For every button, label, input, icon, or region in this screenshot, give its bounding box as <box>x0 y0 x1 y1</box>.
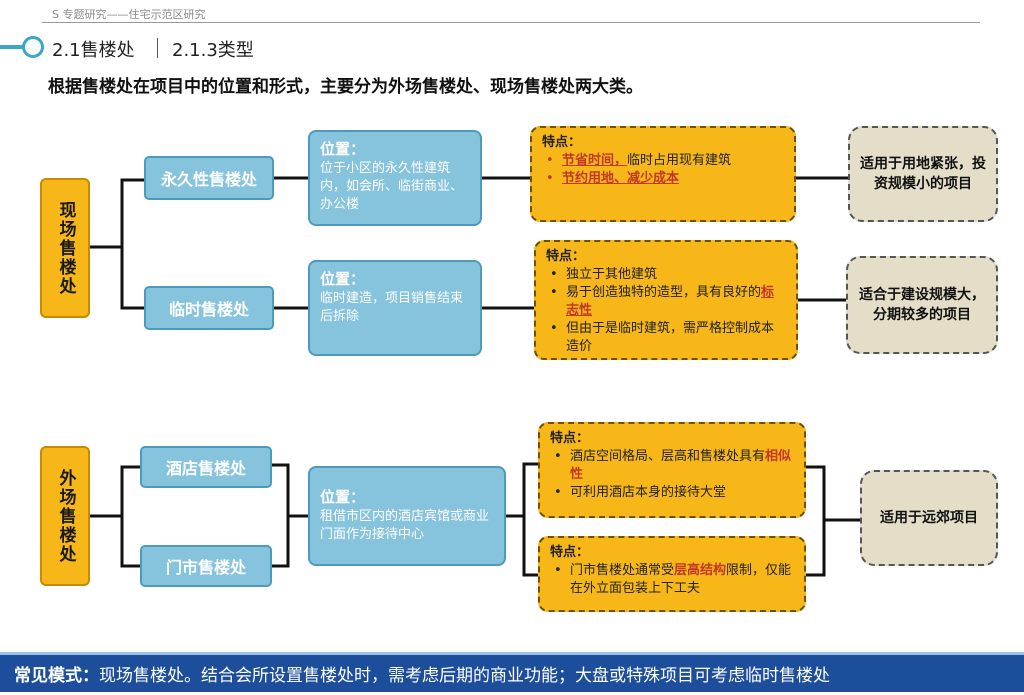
suitable-text: 适合于建设规模大，分期较多的项目 <box>859 287 985 323</box>
feature-item: 节省时间，临时占用现有建筑 <box>546 152 784 170</box>
footer-text: 现场售楼处。结合会所设置售楼处时，需考虑后期的商业功能；大盘或特殊项目可考虑临时… <box>99 666 830 686</box>
title-separator <box>157 38 158 58</box>
suitable-text: 适用于用地紧张，投资规模小的项目 <box>860 156 986 192</box>
header-divider <box>42 22 980 23</box>
type-storefront-label: 门市售楼处 <box>165 558 246 577</box>
position-title: 位置： <box>320 488 366 506</box>
category-offsite-label: 外场售楼处 <box>55 468 76 564</box>
suitable-permanent: 适用于用地紧张，投资规模小的项目 <box>848 126 998 222</box>
header-accent-bar <box>0 45 24 49</box>
features-hotel: 特点： 酒店空间格局、层高和售楼处具有相似性 可利用酒店本身的接待大堂 <box>538 422 806 518</box>
feature-item: 可利用酒店本身的接待大堂 <box>554 484 794 502</box>
position-text: 位于小区的永久性建筑内，如会所、临街商业、办公楼 <box>320 161 464 212</box>
features-title: 特点： <box>546 249 586 264</box>
footer-label: 常见模式： <box>14 666 99 686</box>
feature-item: 但由于是临时建筑，需严格控制成本造价 <box>550 320 786 356</box>
position-title: 位置： <box>320 140 366 158</box>
footer-banner: 常见模式： 现场售楼处。结合会所设置售楼处时，需考虑后期的商业功能；大盘或特殊项… <box>0 652 1024 692</box>
position-text: 租借市区内的酒店宾馆或商业门面作为接待中心 <box>320 509 490 542</box>
feature-item: 易于创造独特的造型，具有良好的标志性 <box>550 284 786 320</box>
type-storefront: 门市售楼处 <box>140 545 272 587</box>
suitable-offsite: 适用于远郊项目 <box>860 470 998 566</box>
position-offsite: 位置： 租借市区内的酒店宾馆或商业门面作为接待中心 <box>308 466 506 566</box>
type-permanent: 永久性售楼处 <box>144 156 274 200</box>
section-title: 2.1售楼处 <box>52 40 135 61</box>
feature-item: 独立于其他建筑 <box>550 266 786 284</box>
features-storefront: 特点： 门市售楼处通常受层高结构限制，仅能在外立面包装上下工夫 <box>538 536 806 612</box>
position-permanent: 位置： 位于小区的永久性建筑内，如会所、临街商业、办公楼 <box>308 130 482 226</box>
type-permanent-label: 永久性售楼处 <box>160 170 257 189</box>
type-temporary: 临时售楼处 <box>144 286 274 330</box>
feature-item: 节约用地、减少成本 <box>546 170 784 188</box>
features-title: 特点： <box>550 545 590 560</box>
feature-item: 酒店空间格局、层高和售楼处具有相似性 <box>554 448 794 484</box>
suitable-temporary: 适合于建设规模大，分期较多的项目 <box>846 256 998 354</box>
feature-item: 门市售楼处通常受层高结构限制，仅能在外立面包装上下工夫 <box>554 562 794 598</box>
features-title: 特点： <box>550 431 590 446</box>
breadcrumb: S 专题研究——住宅示范区研究 <box>52 8 206 21</box>
category-onsite-label: 现场售楼处 <box>55 200 76 296</box>
subsection-title: 2.1.3类型 <box>172 40 254 61</box>
position-text: 临时建造，项目销售结束后拆除 <box>320 291 464 324</box>
category-onsite: 现场售楼处 <box>40 178 90 318</box>
header-circle-icon <box>22 36 44 58</box>
features-temporary: 特点： 独立于其他建筑 易于创造独特的造型，具有良好的标志性 但由于是临时建筑，… <box>534 240 798 360</box>
type-temporary-label: 临时售楼处 <box>168 300 249 319</box>
category-offsite: 外场售楼处 <box>40 446 90 586</box>
type-hotel-label: 酒店售楼处 <box>165 459 246 478</box>
suitable-text: 适用于远郊项目 <box>880 510 978 526</box>
position-title: 位置： <box>320 270 366 288</box>
features-title: 特点： <box>542 135 582 150</box>
features-permanent: 特点： 节省时间，临时占用现有建筑 节约用地、减少成本 <box>530 126 796 222</box>
page-subtitle: 根据售楼处在项目中的位置和形式，主要分为外场售楼处、现场售楼处两大类。 <box>48 77 643 97</box>
position-temporary: 位置： 临时建造，项目销售结束后拆除 <box>308 260 482 356</box>
type-hotel: 酒店售楼处 <box>140 446 272 488</box>
